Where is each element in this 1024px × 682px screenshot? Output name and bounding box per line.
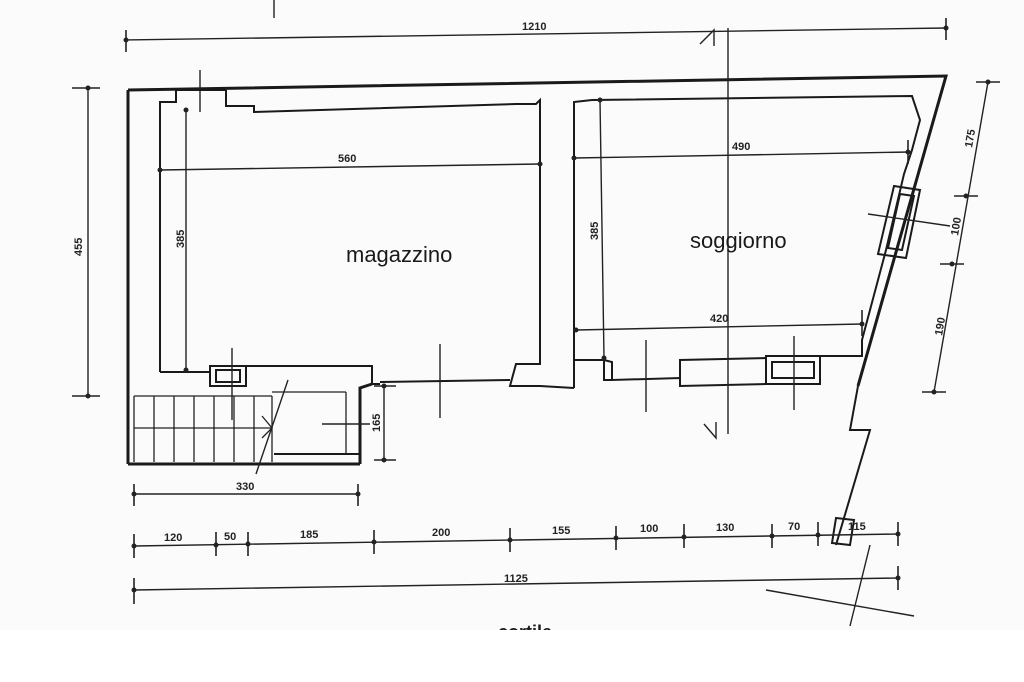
- dim-label-1125: 1125: [504, 573, 528, 585]
- dim-label-560: 560: [338, 153, 356, 165]
- dim-label-420: 420: [710, 313, 728, 325]
- outer-wall-stair-return: [358, 382, 373, 464]
- window-top-left: [176, 70, 226, 112]
- dim-label-115: 115: [848, 521, 866, 533]
- dim-label-70: 70: [788, 521, 800, 533]
- dim-label-1210: 1210: [522, 21, 546, 33]
- dimension-magazzino-width: 560: [157, 153, 543, 173]
- dim-label-455: 455: [73, 238, 85, 256]
- threshold-line: [379, 379, 511, 383]
- bottom-right-stub-a: [765, 589, 915, 617]
- dim-label-385-magazzino: 385: [175, 230, 187, 248]
- dim-label-200: 200: [432, 527, 450, 539]
- room-label-magazzino: magazzino: [346, 242, 452, 267]
- dim-label-185: 185: [300, 529, 318, 541]
- staircase: [133, 379, 370, 475]
- dim-label-120: 120: [164, 532, 182, 544]
- dimension-magazzino-depth: 385: [175, 107, 189, 373]
- bottom-right-stub-b: [849, 544, 871, 627]
- dim-label-385-soggiorno: 385: [589, 222, 601, 240]
- dimension-right-chain: 175 100 190: [922, 79, 1000, 395]
- dimension-overall-left: 455: [72, 85, 100, 399]
- section-line: [699, 28, 729, 440]
- bottom-caption: cortile: [498, 622, 552, 642]
- dim-label-100-right: 100: [949, 216, 964, 236]
- dim-label-330: 330: [236, 481, 254, 493]
- dimension-overall-bottom: 1125: [131, 566, 901, 604]
- window-magazzino: [209, 348, 247, 420]
- dim-label-50: 50: [224, 531, 236, 543]
- window-right: [867, 184, 951, 260]
- dim-label-190: 190: [933, 316, 948, 336]
- window-bottom-right: [765, 336, 821, 410]
- dimension-stair-step: 165: [371, 383, 396, 463]
- paper-sheet: [0, 0, 1024, 630]
- outer-wall-top-right: [127, 74, 948, 387]
- dim-label-130: 130: [716, 522, 734, 534]
- room-label-soggiorno: soggiorno: [690, 228, 787, 253]
- outer-wall-lower-right: [835, 385, 872, 546]
- dim-label-175: 175: [963, 128, 978, 148]
- dim-label-490: 490: [732, 141, 750, 153]
- dimension-soggiorno-top: 490: [571, 140, 911, 164]
- dim-label-100-bottom: 100: [640, 523, 658, 535]
- dim-label-165: 165: [371, 414, 383, 432]
- dim-label-155: 155: [552, 525, 570, 537]
- dimension-overall-top: 1210: [123, 18, 949, 52]
- dimension-bottom-chain: 120 50 185 200 155 100 130 70 115: [131, 521, 901, 558]
- outer-walls: [126, 74, 948, 546]
- dimension-stair-width: 330: [131, 481, 361, 506]
- dimension-soggiorno-depth: 385: [589, 97, 607, 361]
- dimension-soggiorno-bottom: 420: [573, 310, 865, 336]
